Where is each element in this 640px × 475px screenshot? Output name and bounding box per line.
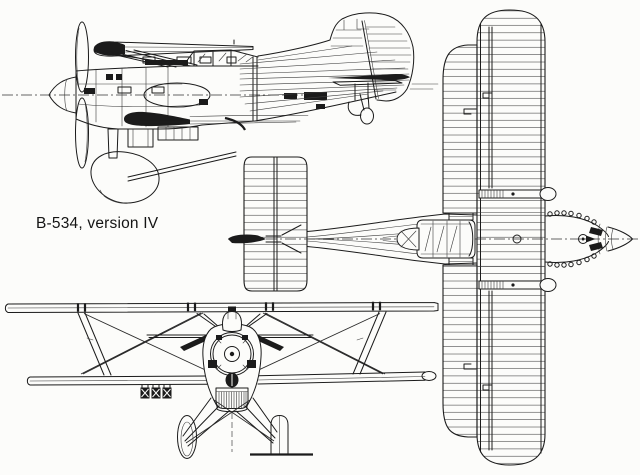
front-right-wheel-spat bbox=[270, 415, 289, 455]
front-interplane-struts bbox=[77, 311, 387, 376]
side-tailplane bbox=[328, 74, 410, 101]
front-left-wheel bbox=[177, 415, 197, 459]
front-fuselage bbox=[202, 306, 262, 413]
side-upper-wing bbox=[93, 39, 254, 68]
front-upper-wing bbox=[4, 301, 439, 313]
front-headrest bbox=[222, 311, 242, 332]
top-strut-fairings bbox=[478, 187, 557, 292]
side-access-panel bbox=[143, 82, 211, 108]
side-canopy bbox=[182, 49, 259, 67]
top-spinner bbox=[607, 226, 633, 252]
side-cabane-struts bbox=[102, 49, 198, 68]
side-stringers bbox=[239, 45, 410, 112]
top-view-drawing bbox=[228, 9, 640, 466]
top-fuselage bbox=[306, 213, 478, 265]
front-landing-gear bbox=[177, 397, 313, 459]
front-lower-wing bbox=[26, 371, 437, 386]
side-wheel-spat bbox=[90, 151, 160, 204]
top-aileron-hinge bbox=[488, 26, 493, 451]
side-fin-rudder bbox=[329, 12, 415, 102]
front-view-drawing bbox=[4, 301, 439, 459]
side-tail-wheel bbox=[347, 93, 374, 125]
caption: B-534, version IV bbox=[36, 215, 159, 232]
front-bombs bbox=[140, 384, 172, 399]
top-nose bbox=[544, 210, 633, 268]
front-radiator bbox=[215, 387, 249, 409]
side-footstep bbox=[284, 92, 327, 109]
front-cabane-struts bbox=[196, 313, 268, 335]
side-lower-wing bbox=[124, 111, 309, 131]
top-rudder-edge bbox=[228, 234, 266, 244]
side-fuselage bbox=[75, 56, 327, 130]
side-landing-gear bbox=[90, 126, 237, 204]
front-rigging-wires bbox=[80, 312, 386, 375]
top-upper-wing bbox=[463, 9, 546, 466]
side-view-drawing bbox=[2, 12, 439, 204]
top-tailplane bbox=[243, 156, 308, 292]
top-lower-wing bbox=[442, 44, 478, 438]
top-cockpit bbox=[382, 212, 476, 266]
